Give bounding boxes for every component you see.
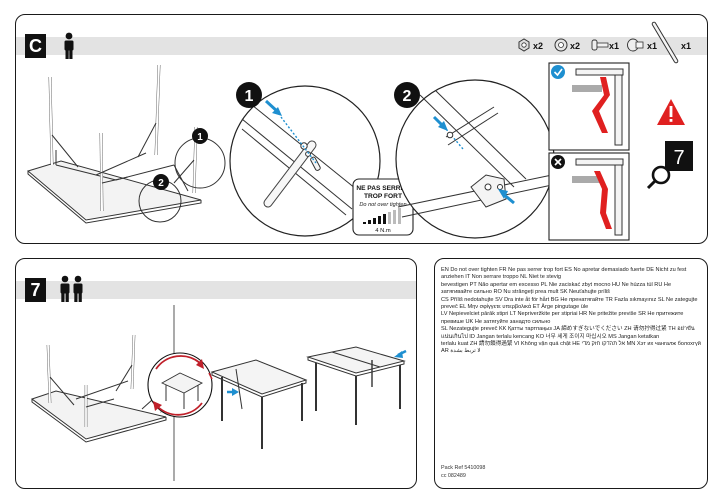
step-c-illustration: x2 x2 x1 x1 x1 xyxy=(26,21,693,241)
nut-qty: x2 xyxy=(533,41,543,51)
inverted-table-drawing xyxy=(30,334,167,443)
reference-step-number: 7 xyxy=(673,147,684,169)
detail-1-drawing xyxy=(241,104,367,216)
step-7-illustration xyxy=(30,275,407,481)
warning-line: SL Nezategujte preveč KK Қатты тартпаңыз… xyxy=(441,326,695,340)
one-person-icon xyxy=(64,32,74,59)
detail-badge-2 xyxy=(394,82,420,108)
warning-line: CS Příliš nedotahujte SV Dra inte åt för… xyxy=(441,296,698,311)
detail-badge-1 xyxy=(236,82,262,108)
callout-badge-2 xyxy=(153,174,169,190)
warning-line: LV Nepievelciet pārāk stipri LT Nepriver… xyxy=(441,311,684,325)
step-label: C xyxy=(25,34,46,58)
rod-icon xyxy=(651,21,679,64)
correct-assembly-view xyxy=(548,62,630,151)
cc-ref: cc 082489 xyxy=(441,473,466,479)
multilingual-warning-panel: EN Do not over tighten FR Ne pas serrer … xyxy=(434,258,708,489)
callout-badge-1 xyxy=(192,128,208,144)
cap-icon xyxy=(627,38,644,52)
two-person-icon xyxy=(60,275,83,302)
torque-label: NE PAS SERRER TROP FORT Do not over tigh… xyxy=(352,178,414,236)
detail-view-2 xyxy=(395,79,555,239)
warning-line: bevestigen PT Não apertar em excesso PL … xyxy=(441,281,672,296)
blue-arrow-head xyxy=(498,189,508,199)
warning-line: terlalu kuat ZH 請勿鎖得過緊 VI Không vặn quá … xyxy=(441,341,701,355)
blue-arrow-head xyxy=(232,388,239,396)
warning-text-block: EN Do not over tighten FR Ne pas serrer … xyxy=(441,267,703,356)
bolt-qty: x1 xyxy=(609,41,619,51)
nut-icon xyxy=(518,38,530,52)
header-band xyxy=(16,281,416,299)
torque-scale-icon xyxy=(363,208,401,224)
reference-magnifier-icon xyxy=(646,141,693,190)
warning-line: EN Do not over tighten FR Ne pas serrer … xyxy=(441,267,687,281)
cap-qty: x1 xyxy=(647,41,657,51)
step-label: 7 xyxy=(25,278,46,302)
detail-number-1: 1 xyxy=(245,88,254,105)
blue-arrow-head xyxy=(272,107,282,116)
blue-arrow-head xyxy=(394,351,403,358)
incorrect-assembly-view xyxy=(548,152,630,241)
washer-qty: x2 xyxy=(570,41,580,51)
blue-arrow-head xyxy=(438,121,448,131)
warning-icon xyxy=(657,99,685,125)
pack-ref: Pack Ref 5410098 xyxy=(441,465,486,471)
inverted-table-drawing xyxy=(26,64,202,224)
detail-number-2: 2 xyxy=(403,88,412,105)
torque-line-1: NE PAS SERRER xyxy=(356,185,410,192)
torque-value: 4 N.m xyxy=(375,228,391,234)
table-partly-assembled-drawing xyxy=(210,359,308,449)
step-7-panel: 7 xyxy=(15,258,417,489)
bolt-icon xyxy=(591,39,609,51)
callout-number-1: 1 xyxy=(197,132,203,143)
red-arrow xyxy=(208,372,213,380)
rod-qty: x1 xyxy=(681,41,691,51)
torque-line-3: Do not over tighten xyxy=(359,202,406,208)
zoom-circle-1 xyxy=(174,137,226,189)
upright-table-drawing xyxy=(306,346,406,425)
check-icon xyxy=(551,65,565,79)
callout-number-2: 2 xyxy=(158,178,164,189)
torque-line-2: TROP FORT xyxy=(364,193,402,200)
flip-table-icon xyxy=(147,352,213,418)
header-band xyxy=(16,37,707,55)
washer-icon xyxy=(554,38,568,52)
step-c-panel: C x2 x2 x1 x1 xyxy=(15,14,708,244)
